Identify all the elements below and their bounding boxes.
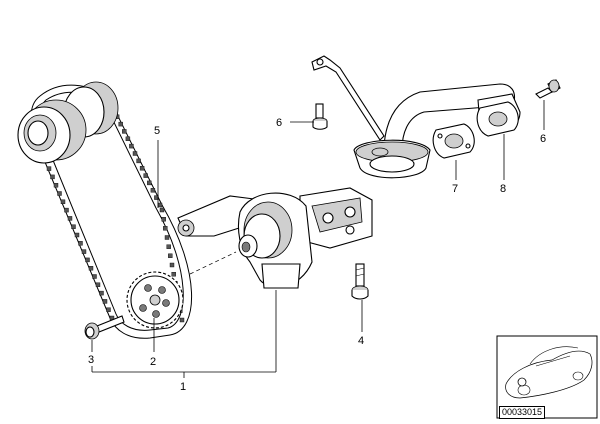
chain-link — [139, 165, 145, 171]
callout-7: 7 — [452, 183, 458, 195]
gasket-8[interactable] — [476, 101, 519, 137]
chain-link — [166, 244, 171, 249]
chain-link — [102, 299, 108, 304]
chain-link — [161, 216, 166, 222]
chain-link — [92, 274, 97, 279]
chain-link — [95, 282, 101, 287]
oil-pump-sprocket[interactable] — [126, 271, 184, 329]
chain-link — [67, 216, 73, 221]
chain-link — [159, 207, 165, 213]
chain-link — [132, 151, 138, 156]
chain-link — [85, 257, 90, 263]
chain-link — [88, 266, 94, 271]
chain-link — [64, 207, 69, 213]
chain-link — [122, 129, 127, 134]
callout-2: 2 — [150, 356, 156, 368]
callout-4: 4 — [358, 335, 364, 347]
pickup-bracket[interactable] — [311, 55, 385, 141]
bolt-right[interactable] — [535, 79, 561, 99]
callout-5: 5 — [154, 125, 160, 137]
chain-link — [106, 307, 111, 312]
chain-link — [81, 249, 87, 254]
leader-lines — [91, 100, 545, 378]
chain-link — [164, 235, 170, 240]
callout-8: 8 — [500, 183, 506, 195]
chain-link — [150, 188, 156, 193]
pump-mounting-bolt[interactable] — [351, 263, 369, 300]
chain-link — [57, 191, 62, 196]
chain-link — [163, 226, 168, 231]
callout-1: 1 — [180, 381, 186, 393]
chain-link — [168, 253, 173, 259]
chain-link — [46, 166, 52, 171]
chain-link — [129, 143, 134, 149]
chain-link — [78, 241, 83, 246]
chain-link — [50, 174, 55, 180]
chain-link — [74, 232, 80, 238]
chain-link — [179, 317, 185, 323]
chain-link — [71, 224, 76, 229]
callout-6-right: 6 — [540, 133, 546, 145]
chain-link — [171, 272, 176, 277]
chain-link — [118, 121, 123, 127]
gasket-7[interactable] — [432, 123, 475, 159]
chain-link — [99, 290, 104, 296]
chain-link — [136, 158, 141, 164]
thumbnail-image-id: 00033015 — [499, 406, 546, 419]
sprocket-bolt[interactable] — [84, 315, 125, 340]
chain-link — [169, 262, 175, 268]
crankshaft-sprocket[interactable] — [17, 81, 119, 164]
chain-link — [125, 136, 131, 142]
oil-pump[interactable] — [177, 187, 373, 289]
vehicle-thumbnail — [496, 335, 598, 419]
chain-link — [60, 199, 66, 205]
chain-link — [143, 173, 148, 178]
chain-link — [53, 182, 59, 188]
chain-link — [147, 180, 152, 186]
callout-3: 3 — [88, 354, 94, 366]
bolt-left[interactable] — [312, 103, 328, 130]
callout-6-left: 6 — [276, 117, 282, 129]
chain-link — [157, 202, 163, 208]
